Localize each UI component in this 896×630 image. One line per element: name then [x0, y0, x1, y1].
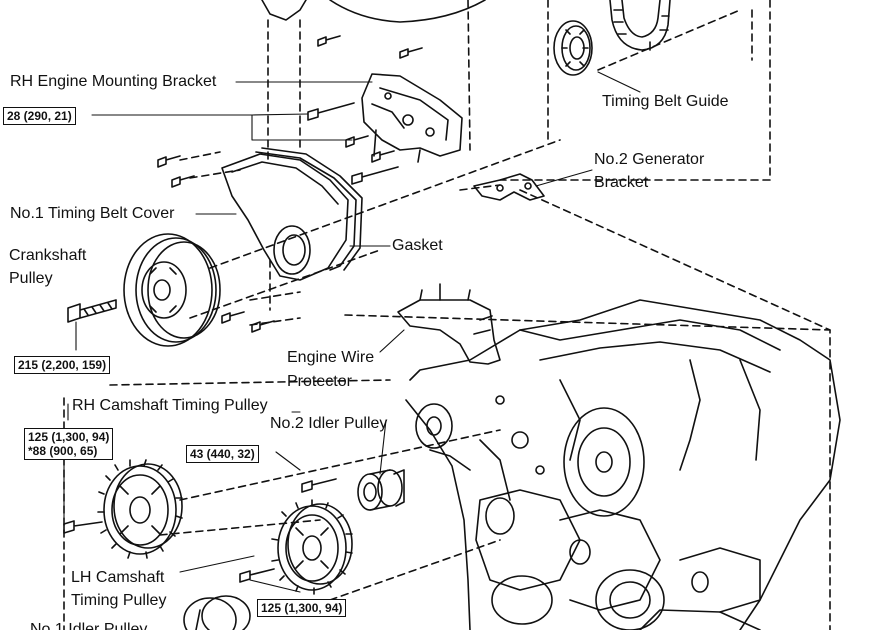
torque-spec-crankshaft-bolt: 215 (2,200, 159) — [14, 356, 111, 374]
label-engine-wire-protector-line1: Engine Wire — [287, 349, 375, 366]
label-no2-idler-pulley: No.2 Idler Pulley — [270, 415, 388, 432]
label-engine-wire-protector: Engine Wire Protector — [287, 346, 374, 394]
timing-belt-guide-part — [553, 20, 593, 76]
timing-belt-fragment — [609, 0, 671, 51]
leader-lines — [63, 71, 641, 593]
label-crankshaft-pulley: Crankshaft Pulley — [9, 244, 86, 290]
torque-spec-idler-bolt: 43 (440, 32) — [186, 445, 259, 463]
label-crankshaft-pulley-line1: Crankshaft — [9, 247, 87, 264]
crankshaft-pulley-part — [123, 233, 221, 347]
lh-camshaft-timing-pulley-part — [271, 499, 353, 595]
crankshaft-bolt-part — [67, 299, 117, 323]
label-crankshaft-pulley-line2: Pulley — [9, 270, 53, 287]
label-rh-camshaft-timing-pulley: RH Camshaft Timing Pulley — [72, 397, 268, 414]
label-engine-wire-protector-line2: Protector — [287, 373, 352, 390]
label-gasket: Gasket — [392, 237, 443, 254]
bolt-group — [63, 35, 423, 583]
rh-engine-mounting-bracket-part — [361, 73, 463, 163]
label-no1-idler-pulley: No.1 Idler Pulley — [30, 621, 148, 630]
no2-idler-pulley-part — [357, 469, 405, 511]
torque-spec-bracket-bolt: 28 (290, 21) — [3, 107, 76, 125]
label-lh-camshaft-timing-pulley-line2: Timing Pulley — [71, 592, 167, 609]
torque-spec-rh-camshaft-line2: *88 (900, 65) — [28, 444, 98, 458]
torque-spec-rh-camshaft-bolt: 125 (1,300, 94) *88 (900, 65) — [24, 428, 114, 460]
label-rh-engine-mounting-bracket: RH Engine Mounting Bracket — [10, 73, 217, 90]
label-no2-generator-bracket-line2: Bracket — [594, 174, 649, 191]
label-timing-belt-guide: Timing Belt Guide — [602, 93, 729, 110]
engine-block-part — [405, 299, 841, 630]
top-cover-fragment — [261, 0, 486, 23]
engine-wire-protector-part — [397, 283, 501, 365]
label-lh-camshaft-timing-pulley-line1: LH Camshaft — [71, 569, 165, 586]
torque-spec-lh-camshaft-bolt: 125 (1,300, 94) — [257, 599, 347, 617]
no2-generator-bracket-part — [473, 173, 545, 201]
rh-camshaft-timing-pulley-part — [97, 459, 183, 559]
no1-idler-pulley-part — [183, 595, 251, 630]
label-no2-generator-bracket-line1: No.2 Generator — [594, 151, 705, 168]
gasket-part — [255, 147, 363, 271]
no1-timing-belt-cover-part — [221, 153, 349, 281]
label-no1-timing-belt-cover: No.1 Timing Belt Cover — [10, 205, 175, 222]
torque-spec-rh-camshaft-line1: 125 (1,300, 94) — [28, 430, 110, 444]
label-no2-generator-bracket: No.2 Generator Bracket — [594, 148, 704, 194]
label-lh-camshaft-timing-pulley: LH Camshaft Timing Pulley — [71, 566, 166, 612]
